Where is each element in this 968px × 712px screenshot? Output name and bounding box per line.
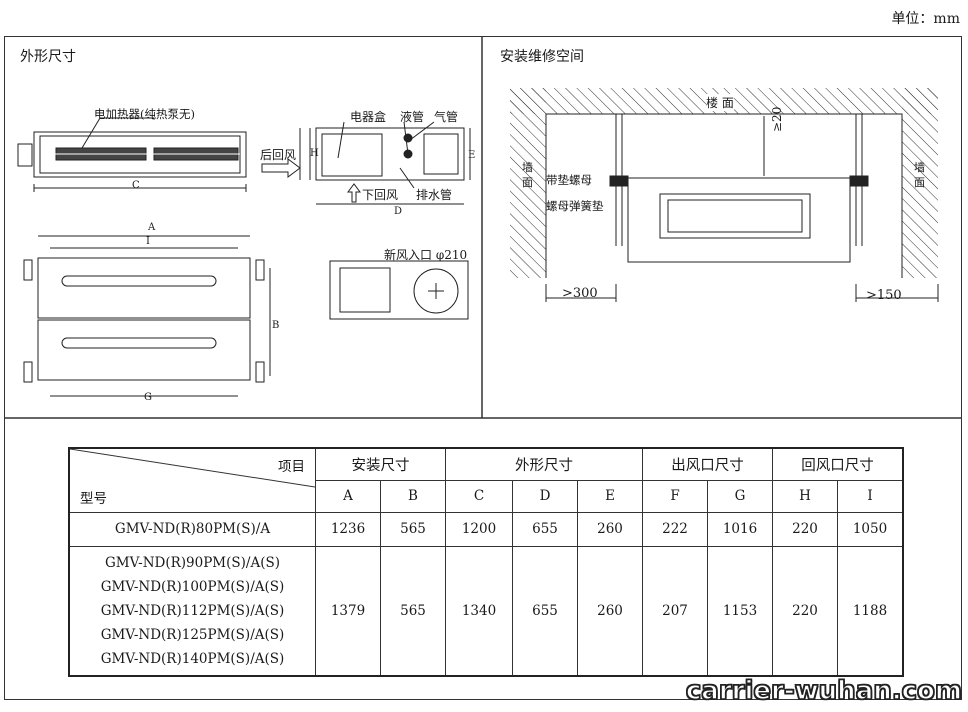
col-c: C [445,479,513,513]
value-cell: 1153 [707,545,773,677]
corner-cell: 项目 型号 [68,447,316,513]
table-row: GMV-ND(R)80PM(S)/A 1236 565 1200 655 260… [68,511,904,547]
model-name: GMV-ND(R)125PM(S)/A(S) [100,626,285,643]
col-f: F [642,479,708,513]
dim-e: E [468,150,476,161]
dim-c: C [132,180,140,191]
value-cell: 1340 [445,545,513,677]
model-name: GMV-ND(R)112PM(S)/A(S) [100,602,285,619]
col-b: B [380,479,446,513]
value-cell: 207 [642,545,708,677]
clearance-left: >300 [562,286,598,301]
technical-drawings [4,36,962,419]
spec-table: 项目 型号 安装尺寸 外形尺寸 出风口尺寸 回风口尺寸 A B C D E F … [68,447,904,677]
value-cell: 565 [380,511,446,547]
clearance-right: >150 [866,288,902,303]
return-back-label: 后回风 [260,148,297,162]
col-a: A [315,479,381,513]
value-cell: 655 [512,545,578,677]
value-cell: 565 [380,545,446,677]
right-panel-title: 安装维修空间 [500,49,584,65]
col-d: D [512,479,578,513]
heater-label: 电加热器(纯热泵无) [94,107,195,121]
table-row: GMV-ND(R)90PM(S)/A(S) GMV-ND(R)100PM(S)/… [68,545,904,677]
dim-g: G [144,392,152,403]
model-list-cell: GMV-ND(R)90PM(S)/A(S) GMV-ND(R)100PM(S)/… [68,545,316,677]
watermark: carrier-wuhan.com [685,675,963,707]
dim-d: D [394,206,403,217]
dim-i: I [146,236,150,247]
corner-item-label: 项目 [278,459,305,475]
value-cell: 220 [772,545,838,677]
col-i: I [837,479,904,513]
col-g: G [707,479,773,513]
washer-label: 螺母弹簧垫 [546,199,604,213]
drain-label: 排水管 [416,188,453,202]
model-cell: GMV-ND(R)80PM(S)/A [68,511,316,547]
value-cell: 260 [577,511,643,547]
unit-label: 单位：mm [891,11,960,27]
group-outlet: 出风口尺寸 [642,447,773,481]
col-h: H [772,479,838,513]
model-name: GMV-ND(R)100PM(S)/A(S) [100,578,285,595]
col-e: E [577,479,643,513]
gas-pipe-label: 气管 [434,110,459,124]
corner-model-label: 型号 [80,491,107,507]
value-cell: 260 [577,545,643,677]
return-bottom-label: 下回风 [362,188,399,202]
dim-a: A [148,222,156,233]
floor-label: 楼 面 [706,94,734,111]
value-cell: 222 [642,511,708,547]
group-return: 回风口尺寸 [772,447,904,481]
left-panel-title: 外形尺寸 [20,49,76,65]
dim-b: B [272,320,280,331]
dim-h: H [310,148,319,159]
value-cell: 1188 [837,545,904,677]
nut-label: 带垫螺母 [546,173,592,187]
value-cell: 1236 [315,511,381,547]
drawing-frame [4,36,962,700]
value-cell: 1016 [707,511,773,547]
wall-right-label: 墙 面 [914,161,925,189]
model-name: GMV-ND(R)140PM(S)/A(S) [100,650,285,667]
value-cell: 1200 [445,511,513,547]
clearance-top: ≥20 [770,106,784,132]
value-cell: 655 [512,511,578,547]
value-cell: 1379 [315,545,381,677]
fresh-air-label: 新风入口 φ210 [384,248,468,262]
wall-left-label: 墙 面 [522,161,533,189]
group-outline: 外形尺寸 [445,447,643,481]
electric-box-label: 电器盒 [350,110,387,124]
liquid-pipe-label: 液管 [400,110,425,124]
model-name: GMV-ND(R)90PM(S)/A(S) [105,554,280,571]
value-cell: 220 [772,511,838,547]
value-cell: 1050 [837,511,904,547]
corner-diagonal [70,449,315,488]
group-install: 安装尺寸 [315,447,446,481]
